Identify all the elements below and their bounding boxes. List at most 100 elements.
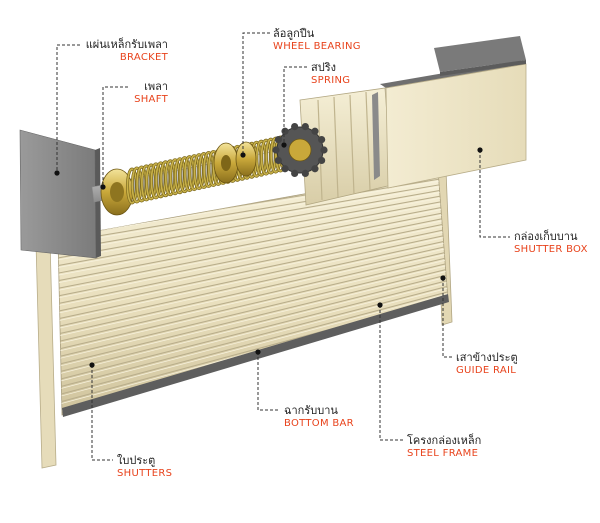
gear-tooth xyxy=(274,135,282,144)
label-guide-rail-th: เสาข้างประตู xyxy=(456,351,518,364)
left-guide-rail xyxy=(35,239,57,469)
label-shutter-box-en: SHUTTER BOX xyxy=(514,244,588,255)
slat-highlight xyxy=(58,239,448,333)
label-bottom-bar: ฉากรับบาน BOTTOM BAR xyxy=(284,404,354,430)
label-bottom-bar-th: ฉากรับบาน xyxy=(284,404,338,417)
slat-groove xyxy=(58,237,448,331)
slat-highlight xyxy=(58,188,448,264)
gear-tooth xyxy=(281,165,289,173)
label-spring-en: SPRING xyxy=(311,75,351,86)
label-steel-frame-en: STEEL FRAME xyxy=(407,448,479,459)
gear-tooth xyxy=(272,146,280,154)
slat-highlight xyxy=(58,211,448,295)
leader-spring xyxy=(283,66,307,145)
label-shutters-en: SHUTTERS xyxy=(117,468,173,479)
steel-frame-box xyxy=(372,36,527,189)
hub xyxy=(100,168,134,216)
slat-highlight xyxy=(58,256,448,356)
slat-highlight xyxy=(58,250,448,349)
bottom-bar xyxy=(62,294,449,417)
label-shutter-box: กล่องเก็บบาน SHUTTER BOX xyxy=(514,230,588,256)
gear-tooth xyxy=(311,165,319,173)
label-wheel-bearing-th: ล้อลูกปืน xyxy=(273,27,315,40)
slat-highlight xyxy=(58,194,448,272)
slat-groove xyxy=(58,203,448,285)
dot-shutters xyxy=(89,362,95,368)
slat-highlight xyxy=(58,182,448,256)
gear-tooth xyxy=(318,156,326,165)
dot-bottom-bar xyxy=(255,349,261,355)
slat-groove xyxy=(58,259,448,362)
label-spring: สปริง SPRING xyxy=(311,61,350,87)
slat-highlight xyxy=(58,216,448,302)
shutter-curtain xyxy=(57,169,449,416)
leader-dots xyxy=(54,142,483,368)
label-bracket-en: BRACKET xyxy=(119,52,168,63)
slat-groove xyxy=(58,192,448,270)
wheel-bearing-right xyxy=(235,141,257,177)
label-bottom-bar-en: BOTTOM BAR xyxy=(284,418,354,429)
slat-groove xyxy=(58,186,448,262)
leader-wheel-bearing xyxy=(242,32,270,155)
slat-highlight xyxy=(58,267,448,372)
slat-highlight xyxy=(58,199,448,279)
dot-spring xyxy=(281,142,287,148)
gear-tooth xyxy=(318,135,326,144)
leader-shutters xyxy=(91,365,113,461)
label-guide-rail: เสาข้างประตู GUIDE RAIL xyxy=(456,351,518,377)
dot-shaft xyxy=(100,184,106,190)
gear-tooth xyxy=(274,156,282,165)
bracket-plate xyxy=(19,129,101,259)
slat-highlight xyxy=(58,245,448,341)
slat-groove xyxy=(58,248,448,347)
label-shutter-box-th: กล่องเก็บบาน xyxy=(514,230,578,243)
slat-highlight xyxy=(58,279,448,387)
slat-groove xyxy=(58,197,448,278)
slat-highlight xyxy=(58,228,448,318)
leader-steel-frame xyxy=(379,305,403,441)
slat-groove xyxy=(58,265,448,370)
slat-groove xyxy=(58,225,448,316)
dot-steel-frame xyxy=(377,302,383,308)
leader-bottom-bar xyxy=(257,352,280,411)
label-guide-rail-en: GUIDE RAIL xyxy=(456,365,517,376)
label-bracket: แผ่นเหล็กรับเพลา BRACKET xyxy=(76,38,168,64)
gear-tooth xyxy=(301,123,309,131)
slat-highlight xyxy=(58,284,448,395)
slat-groove xyxy=(58,231,448,324)
gear-tooth xyxy=(291,169,299,177)
slat-groove xyxy=(58,282,448,393)
gear-tooth xyxy=(281,127,289,135)
slat-groove xyxy=(58,220,448,308)
slat-groove xyxy=(58,180,448,254)
slat-groove xyxy=(58,214,448,301)
spring-gear xyxy=(272,123,328,177)
label-shaft-en: SHAFT xyxy=(134,94,168,105)
label-spring-th: สปริง xyxy=(311,61,336,74)
slat-groove xyxy=(58,288,448,401)
dot-wheel-bearing xyxy=(240,152,246,158)
dot-bracket xyxy=(54,170,60,176)
label-shaft: เพลา SHAFT xyxy=(100,80,168,106)
slat-highlight xyxy=(58,233,448,325)
gear-tooth xyxy=(301,169,309,177)
label-wheel-bearing: ล้อลูกปืน WHEEL BEARING xyxy=(273,27,361,53)
label-shaft-th: เพลา xyxy=(144,80,168,93)
leader-shutter-box xyxy=(479,150,510,238)
slat-highlight xyxy=(58,222,448,310)
dot-guide-rail xyxy=(440,275,446,281)
leader-lines xyxy=(56,32,510,461)
label-wheel-bearing-en: WHEEL BEARING xyxy=(273,41,361,52)
leader-bracket xyxy=(56,44,80,173)
label-bracket-th: แผ่นเหล็กรับเพลา xyxy=(85,38,168,51)
slat-highlight xyxy=(58,262,448,364)
slat-groove xyxy=(58,209,448,293)
slat-highlight xyxy=(58,177,448,249)
label-shutters-th: ใบประตู xyxy=(117,454,156,467)
gear-tooth xyxy=(320,146,328,154)
label-steel-frame: โครงกล่องเหล็ก STEEL FRAME xyxy=(407,434,481,460)
leader-guide-rail xyxy=(442,278,452,358)
gear-teeth xyxy=(272,123,328,177)
